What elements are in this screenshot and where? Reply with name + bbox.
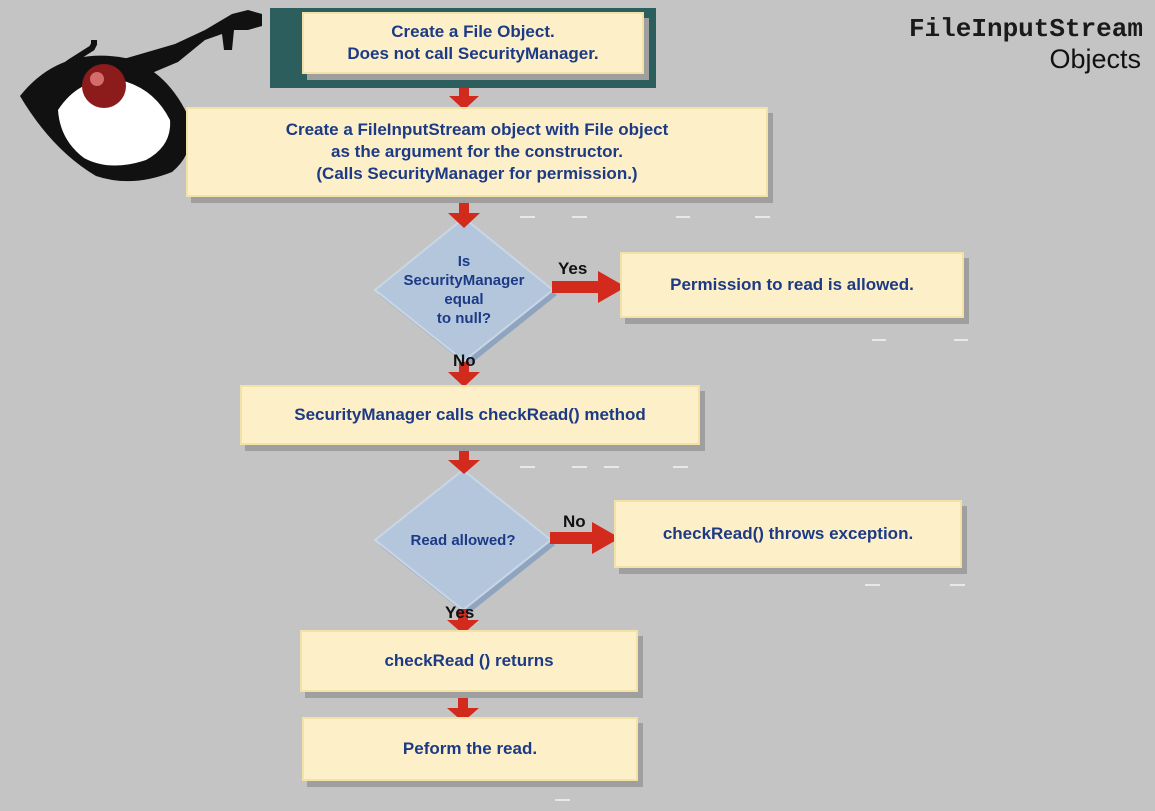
step-checkread-returns: checkRead () returns [300, 630, 638, 692]
result-permission-allowed-text: Permission to read is allowed. [670, 275, 914, 294]
result-throws-exception-text: checkRead() throws exception. [662, 524, 914, 543]
duke-icon [20, 10, 262, 182]
decision1-diamond [373, 216, 555, 363]
step-create-file-object-text: Create a File Object. Does not call Secu… [347, 22, 599, 63]
arrow-d2-no [550, 522, 620, 554]
decision-securitymanager-null: Is SecurityManager equal to null? [403, 253, 525, 327]
decision1-yes-label: Yes [558, 259, 588, 278]
step-perform-read-text: Peform the read. [402, 739, 538, 758]
step-create-fileinputstream-text: Create a FileInputStream object with Fil… [285, 120, 669, 183]
step-create-fileinputstream: Create a FileInputStream object with Fil… [186, 107, 768, 197]
diagram-subtitle: Objects [1049, 44, 1141, 74]
arrow-d1-3 [448, 362, 480, 387]
decision2-yes-label: Yes [445, 603, 475, 622]
step-checkread-call: SecurityManager calls checkRead() method [240, 385, 700, 445]
result-throws-exception: checkRead() throws exception. [614, 500, 962, 568]
decision-read-allowed: Read allowed? [410, 532, 516, 549]
arrow-d1-yes [552, 271, 626, 303]
step-checkread-call-text: SecurityManager calls checkRead() method [294, 405, 646, 424]
result-permission-allowed: Permission to read is allowed. [620, 252, 964, 318]
arrow-4-5 [447, 697, 479, 722]
diagram-title: FileInputStream [908, 14, 1143, 44]
step-create-file-object: Create a File Object. Does not call Secu… [302, 12, 644, 74]
arrows [447, 88, 626, 722]
decision1-no-label: No [453, 351, 476, 370]
step-perform-read: Peform the read. [302, 717, 638, 781]
decorative-dashes [520, 216, 968, 801]
arrow-1-2 [449, 88, 479, 110]
decision2-no-label: No [563, 512, 586, 531]
arrow-3-d2 [448, 450, 480, 474]
step-checkread-returns-text: checkRead () returns [384, 651, 554, 670]
arrow-2-d1 [448, 203, 480, 228]
arrow-d2-4 [447, 609, 479, 634]
